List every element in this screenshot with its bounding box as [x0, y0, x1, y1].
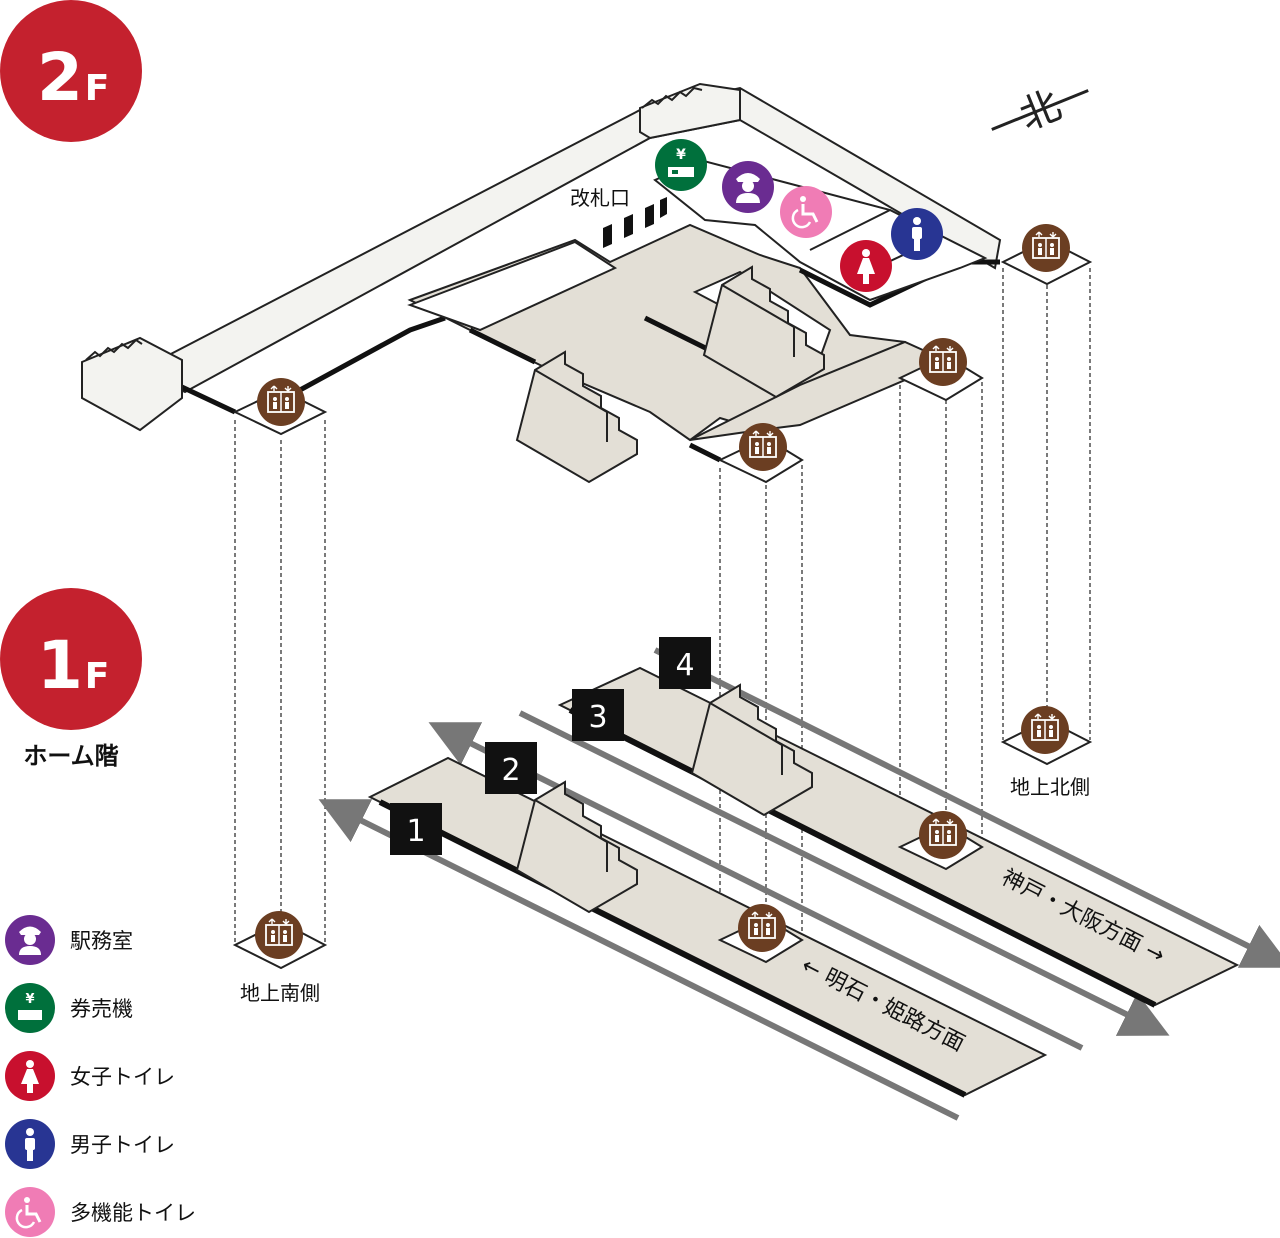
svg-text:駅務室: 駅務室	[70, 929, 133, 953]
platforms-1f	[318, 647, 1280, 1121]
elevator-icon	[918, 337, 968, 387]
ticket-gates	[603, 197, 667, 248]
station-office-icon	[722, 161, 774, 213]
svg-text:¥: ¥	[676, 147, 686, 163]
legend-item: 男子トイレ	[5, 1119, 175, 1169]
track-1	[318, 799, 960, 1121]
svg-text:4: 4	[675, 648, 694, 683]
svg-text:女子トイレ: 女子トイレ	[70, 1065, 175, 1089]
svg-text:1: 1	[37, 627, 83, 704]
mens-toilet-icon	[891, 208, 943, 260]
accessible-toilet-icon	[5, 1187, 55, 1237]
exit-south-label: 地上南側	[240, 981, 320, 1005]
north-arrow: 北	[991, 82, 1089, 140]
legend-item: 女子トイレ	[5, 1051, 175, 1101]
svg-text:2: 2	[501, 753, 520, 788]
ticket-machine-icon: ¥	[655, 139, 707, 191]
svg-text:1: 1	[406, 814, 425, 849]
legend-item: ¥ 券売機	[5, 983, 133, 1033]
ticket-machine-icon	[5, 983, 55, 1033]
elevator-icon	[1020, 705, 1070, 755]
gate-label: 改札口	[570, 186, 630, 210]
svg-text:多機能トイレ: 多機能トイレ	[70, 1201, 196, 1225]
stairs-platform-b	[691, 684, 813, 816]
svg-text:男子トイレ: 男子トイレ	[70, 1133, 175, 1157]
track-2	[428, 722, 1084, 1051]
track-3	[518, 710, 1170, 1036]
stairs-platform-a	[516, 781, 638, 913]
accessible-toilet-icon	[780, 186, 832, 238]
platform-number-2: 2	[485, 742, 537, 794]
legend-item: 多機能トイレ	[5, 1187, 196, 1237]
legend-item: 駅務室	[5, 915, 133, 965]
womens-toilet-icon	[840, 240, 892, 292]
track-4	[653, 647, 1280, 968]
platform-number-3: 3	[572, 689, 624, 741]
elevator-icon	[254, 910, 304, 960]
floor-badge-1f: 1 F	[0, 588, 142, 730]
svg-text:券売機: 券売機	[70, 997, 133, 1021]
svg-text:北: 北	[1013, 82, 1067, 140]
svg-text:¥: ¥	[25, 992, 34, 1007]
platform-number-1: 1	[390, 803, 442, 855]
platform-number-4: 4	[659, 637, 711, 689]
floor-name-1f: ホーム階	[23, 742, 118, 770]
svg-text:F: F	[85, 68, 110, 109]
svg-text:2: 2	[37, 39, 83, 116]
svg-text:F: F	[85, 656, 110, 697]
legend: 駅務室 ¥ 券売機 女子トイレ 男子トイレ 多機能トイレ	[5, 915, 196, 1237]
exit-north-label: 地上北側	[1010, 775, 1090, 799]
elevator-icon	[256, 377, 306, 427]
floor-badge-2f: 2 F	[0, 0, 142, 142]
elevator-icon	[1021, 223, 1071, 273]
elevator-icon	[737, 903, 787, 953]
elevator-icon	[918, 810, 968, 860]
elevator-icon	[738, 422, 788, 472]
elevator-shafts	[234, 268, 1091, 960]
svg-text:3: 3	[588, 700, 607, 735]
